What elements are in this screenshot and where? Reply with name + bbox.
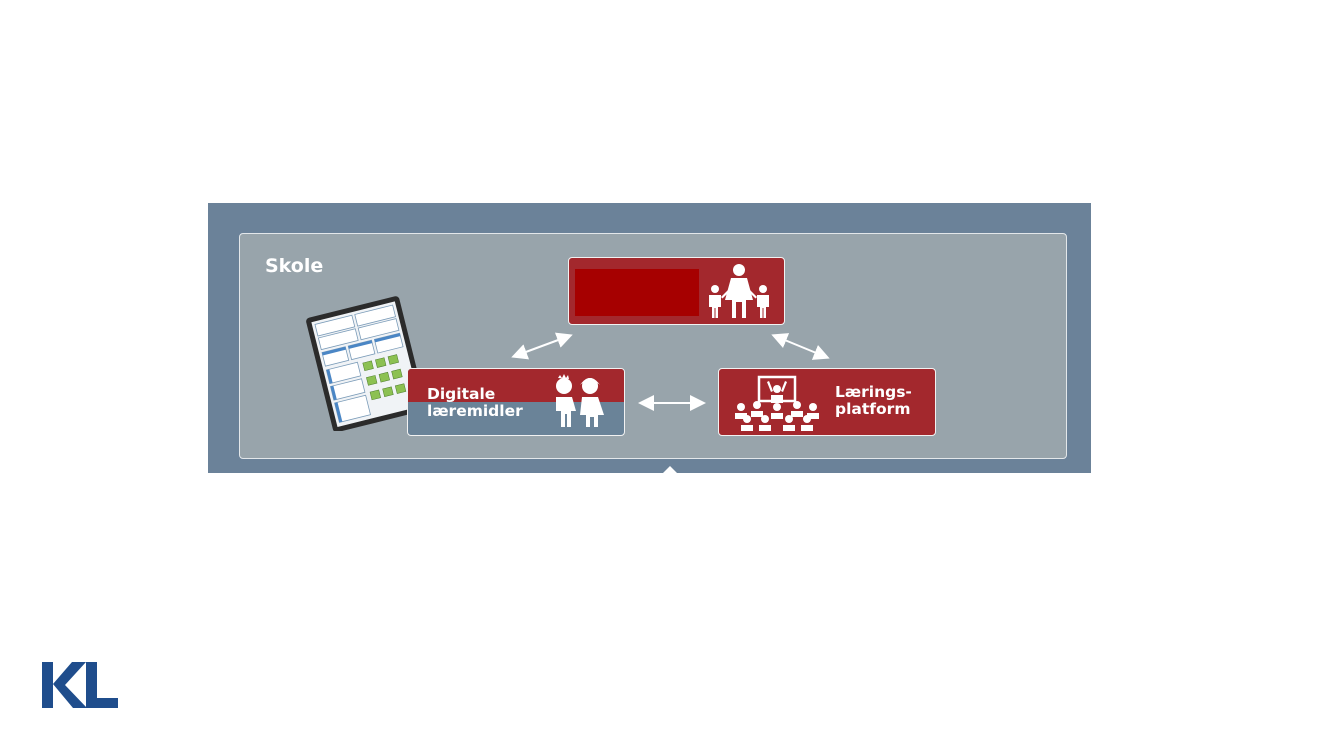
container-label: Skole [265,255,324,277]
learning-platform-label: Lærings- platform [835,384,912,418]
classroom-icon [735,375,819,431]
redacted-label [575,269,699,316]
panel-notch [662,466,678,474]
digital-learning-label: Digitale læremidler [427,386,523,420]
tablet-icon [306,296,427,431]
kl-logo [42,662,118,708]
top-box [568,257,785,325]
label-line-1: Lærings- [835,383,912,401]
label-line-1: Digitale [427,385,496,403]
learning-platform-box: Lærings- platform [718,368,936,436]
label-line-2: læremidler [427,402,523,420]
label-line-2: platform [835,400,911,418]
digital-learning-box: Digitale læremidler [407,368,625,436]
children-icon [556,374,604,427]
family-icon [709,264,769,318]
